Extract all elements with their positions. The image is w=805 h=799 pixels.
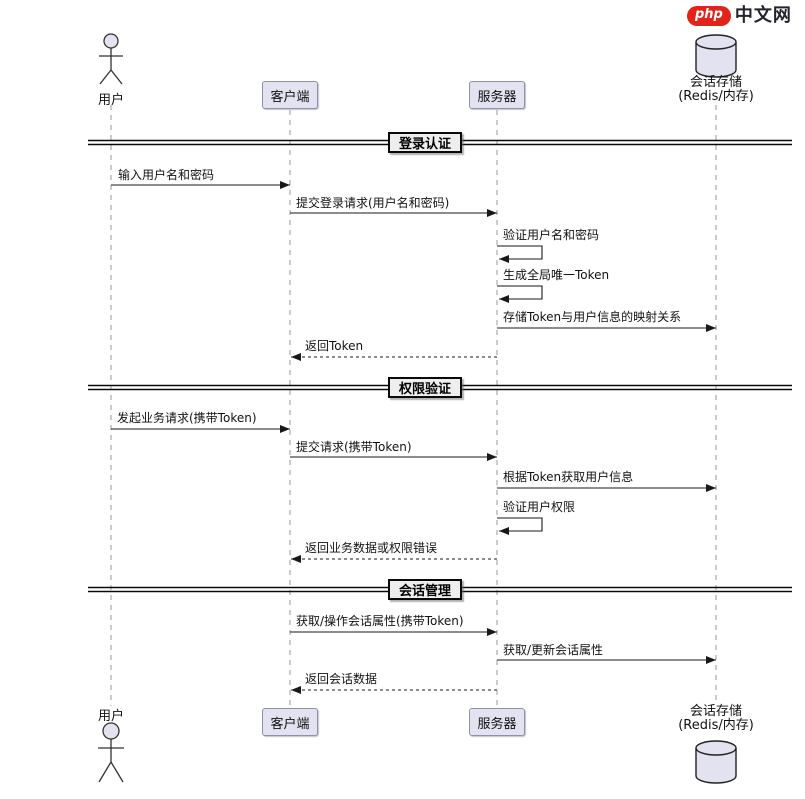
store-label-line2: (Redis/内存) [678, 89, 754, 104]
message-label-6: 发起业务请求(携带Token) [117, 411, 257, 425]
message-label-12: 获取/更新会话属性 [503, 643, 604, 657]
user-actor-icon-top [99, 33, 123, 85]
section-divider-login: 登录认证 [388, 132, 462, 153]
site-logo-text: 中文网 [734, 5, 792, 26]
section-divider-session: 会话管理 [388, 579, 462, 600]
arrow-msg-9 [497, 517, 543, 535]
arrow-msg-2 [497, 245, 543, 263]
participant-client-top: 客户端 [262, 81, 318, 109]
message-label-11: 获取/操作会话属性(携带Token) [296, 614, 464, 628]
message-label-8: 根据Token获取用户信息 [503, 470, 634, 484]
php-logo-badge: php [687, 6, 731, 26]
participant-server-top: 服务器 [469, 81, 525, 109]
message-label-1: 提交登录请求(用户名和密码) [296, 196, 450, 210]
store-label-line2: (Redis/内存) [678, 718, 754, 733]
message-label-5: 返回Token [305, 339, 364, 353]
participant-server-bottom: 服务器 [469, 708, 525, 736]
store-label-line1: 会话存储 [689, 75, 742, 90]
participant-user-label-bottom: 用户 [97, 709, 124, 724]
database-icon-bottom [695, 740, 737, 784]
message-label-13: 返回会话数据 [305, 672, 378, 686]
participant-client-bottom: 客户端 [262, 708, 318, 736]
message-label-4: 存储Token与用户信息的映射关系 [503, 310, 682, 324]
arrow-msg-3 [497, 285, 543, 303]
message-label-2: 验证用户名和密码 [503, 228, 600, 242]
site-logo: php 中文网 [687, 5, 792, 27]
message-label-9: 验证用户权限 [503, 500, 576, 514]
database-icon-top [695, 34, 737, 78]
store-label-line1: 会话存储 [689, 704, 742, 719]
participant-user-label-top: 用户 [97, 93, 124, 108]
message-label-3: 生成全局唯一Token [503, 268, 610, 282]
participant-store-label-bottom: 会话存储 (Redis/内存) [641, 705, 791, 733]
message-label-7: 提交请求(携带Token) [296, 440, 412, 454]
message-label-10: 返回业务数据或权限错误 [305, 541, 438, 555]
message-label-0: 输入用户名和密码 [118, 168, 215, 182]
participant-store-label-top: 会话存储 (Redis/内存) [641, 76, 791, 104]
section-divider-auth: 权限验证 [388, 377, 462, 398]
user-actor-icon-bottom [98, 722, 124, 783]
